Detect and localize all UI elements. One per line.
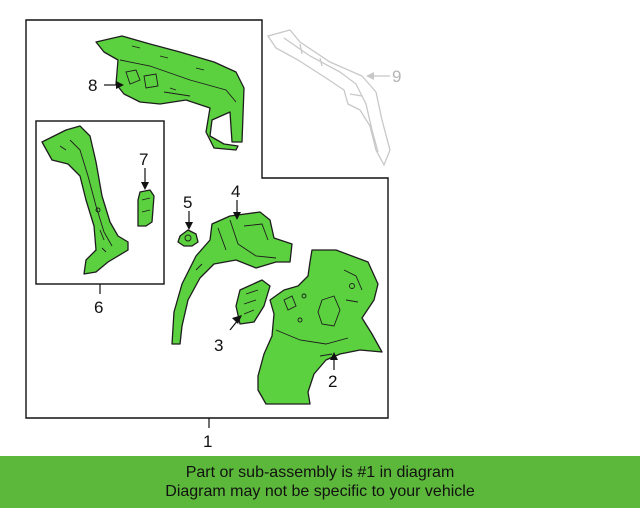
callout-8: 8 (88, 76, 97, 95)
callout-2: 2 (328, 372, 337, 391)
callout-5: 5 (183, 193, 192, 212)
part-4-wheelhouse (171, 211, 293, 345)
part-3-panel (235, 279, 271, 325)
part-8-upper-rail (95, 35, 245, 151)
callout-9: 9 (392, 67, 401, 86)
assembly-frame (25, 19, 389, 419)
callout-6: 6 (94, 298, 103, 317)
caption-line-2: Diagram may not be specific to your vehi… (165, 483, 475, 500)
part-7-bracket (137, 189, 155, 227)
caption-line-1: Part or sub-assembly is #1 in diagram (185, 464, 455, 481)
part-5-clip (177, 229, 199, 247)
callout-4: 4 (231, 182, 240, 201)
callout-1: 1 (203, 432, 212, 451)
caption-bar: Part or sub-assembly is #1 in diagram Di… (0, 456, 640, 508)
part-6-pillar (41, 125, 129, 275)
callout-7: 7 (139, 150, 148, 169)
ghost-part-9 (266, 29, 391, 167)
parts-diagram: 8 9 7 5 4 6 3 2 1 (25, 19, 401, 451)
part-2-quarter-inner (257, 249, 383, 405)
leader-lines (99, 72, 390, 428)
callout-3: 3 (214, 336, 223, 355)
